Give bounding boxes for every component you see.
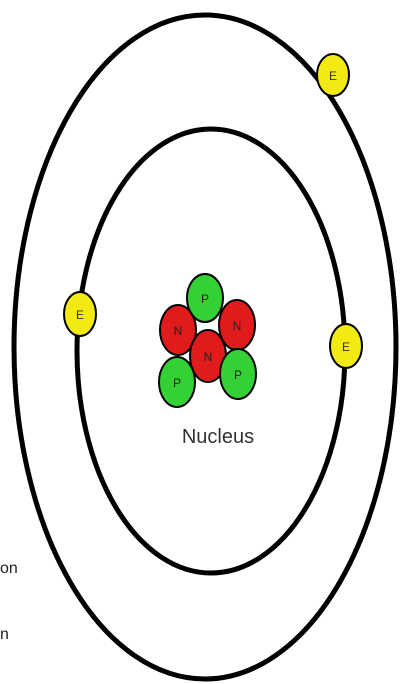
nucleus-label: Nucleus bbox=[182, 426, 254, 448]
electron-label: E bbox=[329, 69, 337, 83]
proton-label: P bbox=[173, 376, 181, 390]
proton-bottom-right: P bbox=[220, 349, 256, 399]
proton-bottom-left: P bbox=[159, 357, 195, 407]
proton-label: P bbox=[201, 292, 209, 306]
electron-outer-top-right: E bbox=[317, 54, 349, 96]
electron-inner-left: E bbox=[64, 292, 96, 336]
neutron-label: N bbox=[204, 350, 213, 364]
neutron-label: N bbox=[174, 324, 183, 338]
electron-inner-right: E bbox=[330, 324, 362, 368]
electron-label: E bbox=[76, 308, 84, 322]
side-text-2: n bbox=[0, 626, 9, 644]
proton-label: P bbox=[234, 368, 242, 382]
nucleus: P N N N P P bbox=[159, 274, 256, 407]
side-text-1: on bbox=[0, 560, 18, 578]
neutron-label: N bbox=[233, 319, 242, 333]
electron-label: E bbox=[342, 340, 350, 354]
